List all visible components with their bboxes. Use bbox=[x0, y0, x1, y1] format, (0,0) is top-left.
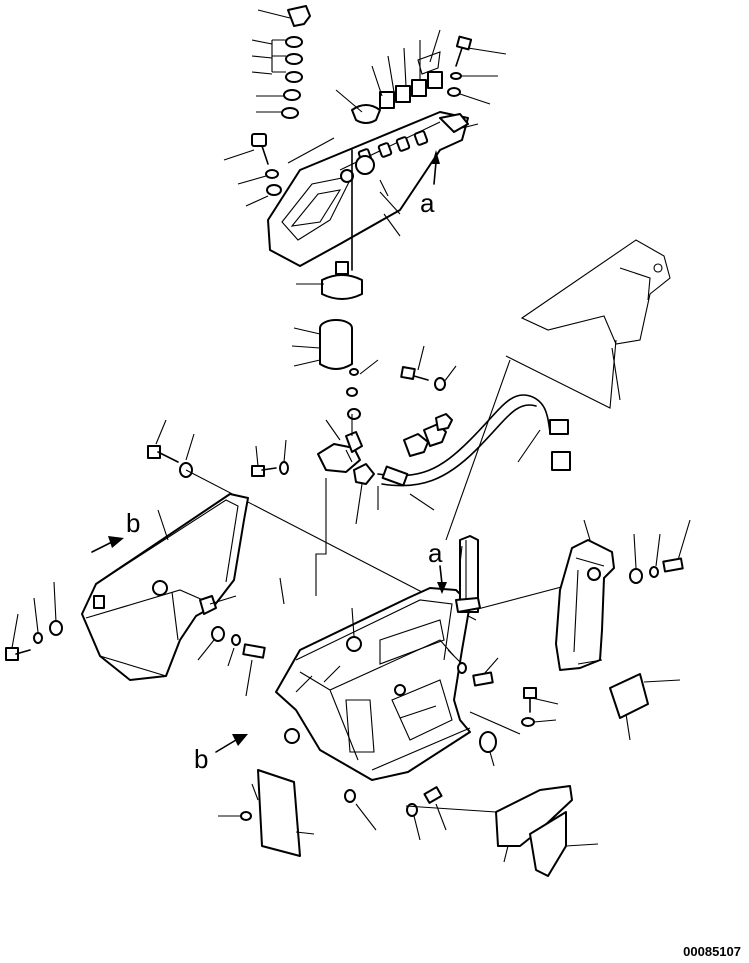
ref-label-b-top: b bbox=[126, 508, 140, 538]
guide-line-bolt bbox=[315, 478, 327, 596]
left-fasteners-upper bbox=[251, 133, 282, 196]
right-fasteners bbox=[457, 557, 684, 727]
top-right-fasteners bbox=[439, 35, 473, 133]
left-side-cover bbox=[81, 493, 249, 681]
floor-plate bbox=[257, 769, 301, 857]
drawing-number: 00085107 bbox=[683, 944, 741, 959]
guide-line-a bbox=[445, 359, 511, 541]
upper-console-panel bbox=[267, 111, 469, 267]
ref-label-a-bottom: a bbox=[428, 538, 443, 568]
cover-plate-right bbox=[609, 673, 649, 719]
armrest-phantom bbox=[520, 239, 671, 401]
round-cap bbox=[479, 731, 497, 753]
ref-label-b-bottom: b bbox=[194, 744, 208, 774]
armrest-leader bbox=[505, 339, 617, 409]
bottom-fasteners bbox=[240, 786, 443, 821]
console-base bbox=[275, 587, 471, 781]
rocker-switches bbox=[351, 51, 443, 124]
armrest-post bbox=[455, 535, 481, 613]
left-fasteners-mid bbox=[147, 445, 289, 478]
callout-leaders bbox=[11, 9, 691, 863]
left-fasteners-lower bbox=[5, 620, 266, 661]
harness-fasteners bbox=[400, 366, 446, 391]
ref-arrows-a bbox=[432, 150, 447, 594]
guide-line-cap bbox=[469, 711, 521, 735]
bottom-right-cover bbox=[405, 785, 573, 877]
rotary-switch bbox=[319, 261, 363, 370]
right-side-cover bbox=[555, 539, 615, 671]
center-small-parts bbox=[346, 368, 361, 420]
knob-and-orings bbox=[271, 5, 311, 119]
guide-line-knob bbox=[287, 137, 335, 164]
ref-label-a-top: a bbox=[420, 188, 435, 218]
wire-harness bbox=[377, 394, 571, 487]
ref-arrows-b bbox=[91, 536, 248, 753]
switch-bracket bbox=[317, 431, 375, 485]
